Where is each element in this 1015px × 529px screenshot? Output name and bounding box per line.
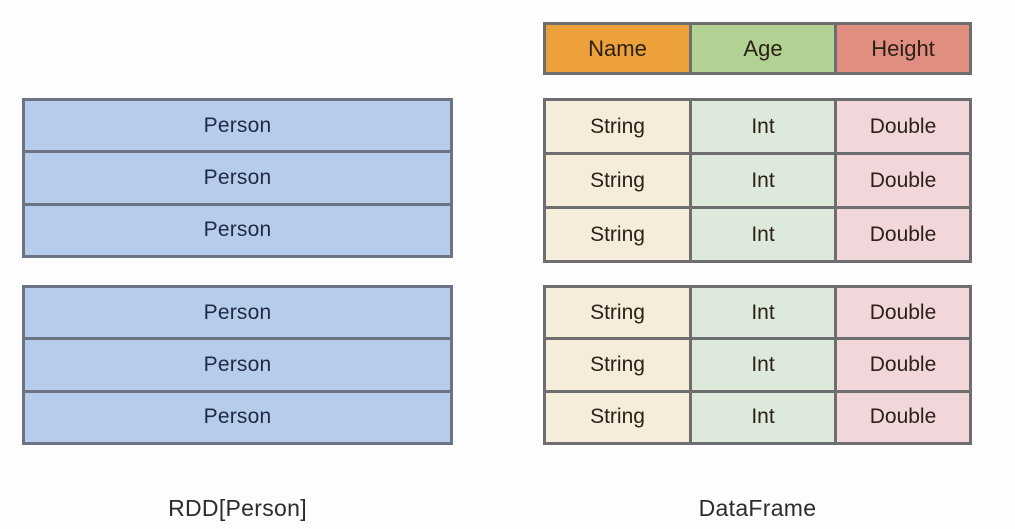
dataframe-cell-string: String	[546, 340, 689, 390]
dataframe-cell-int: Int	[692, 155, 834, 206]
dataframe-header-cell-name: Name	[546, 25, 689, 72]
dataframe-cell-string: String	[546, 101, 689, 152]
dataframe-cell-string: String	[546, 155, 689, 206]
dataframe-block-group-1: String Int Double String Int Double Stri…	[543, 98, 972, 263]
rdd-block-group-1: Person Person Person	[22, 98, 453, 258]
dataframe-row: String Int Double	[546, 101, 969, 152]
dataframe-cell-double: Double	[837, 209, 969, 260]
dataframe-header-cell-height: Height	[837, 25, 969, 72]
dataframe-cell-int: Int	[692, 101, 834, 152]
rdd-person-row: Person	[25, 153, 450, 203]
rdd-person-row: Person	[25, 340, 450, 390]
dataframe-cell-double: Double	[837, 340, 969, 390]
dataframe-cell-string: String	[546, 209, 689, 260]
dataframe-row: String Int Double	[546, 392, 969, 442]
rdd-person-row: Person	[25, 205, 450, 255]
dataframe-cell-int: Int	[692, 288, 834, 338]
dataframe-header-row: Name Age Height	[543, 22, 972, 75]
dataframe-cell-string: String	[546, 288, 689, 338]
dataframe-cell-double: Double	[837, 101, 969, 152]
rdd-person-row: Person	[25, 392, 450, 442]
dataframe-cell-int: Int	[692, 392, 834, 442]
dataframe-cell-int: Int	[692, 340, 834, 390]
dataframe-row: String Int Double	[546, 288, 969, 338]
rdd-block-group-2: Person Person Person	[22, 285, 453, 445]
rdd-person-row: Person	[25, 101, 450, 151]
dataframe-cell-double: Double	[837, 392, 969, 442]
rdd-person-row: Person	[25, 288, 450, 338]
dataframe-cell-int: Int	[692, 209, 834, 260]
rdd-caption: RDD[Person]	[168, 495, 307, 521]
dataframe-cell-double: Double	[837, 288, 969, 338]
dataframe-cell-double: Double	[837, 155, 969, 206]
dataframe-row: String Int Double	[546, 340, 969, 390]
dataframe-cell-string: String	[546, 392, 689, 442]
dataframe-row: String Int Double	[546, 209, 969, 260]
dataframe-block-group-2: String Int Double String Int Double Stri…	[543, 285, 972, 445]
dataframe-caption: DataFrame	[698, 495, 817, 521]
dataframe-row: String Int Double	[546, 155, 969, 206]
dataframe-header-cell-age: Age	[692, 25, 834, 72]
